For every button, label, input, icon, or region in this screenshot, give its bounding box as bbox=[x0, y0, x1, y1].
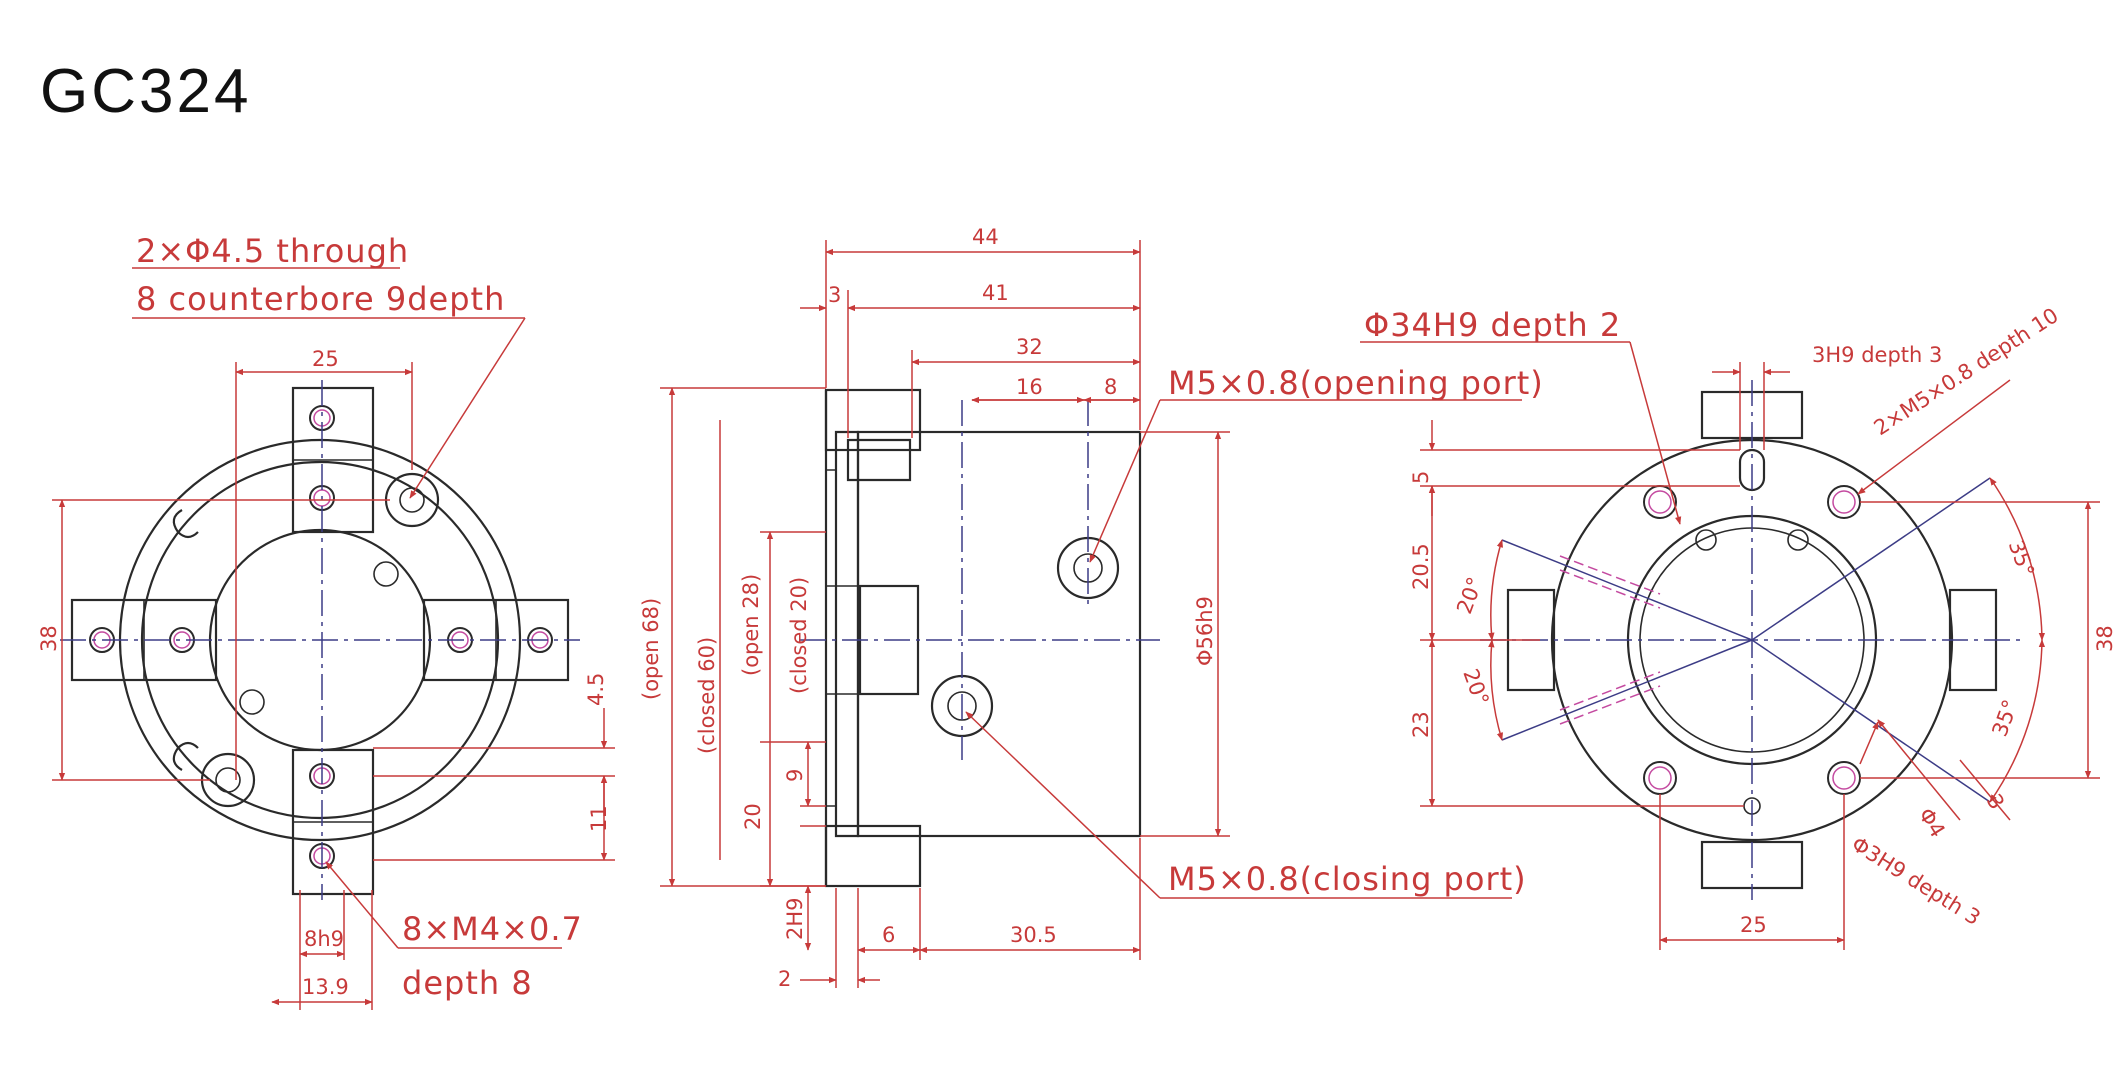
side-dim-2h9: 2H9 bbox=[783, 897, 807, 940]
front-through-hole-bottom bbox=[215, 767, 241, 793]
back-dim-23: 23 bbox=[1409, 711, 1433, 738]
side-dim-56h9: Φ56h9 bbox=[1193, 596, 1217, 666]
side-main-body bbox=[856, 430, 1142, 838]
side-dim-16: 16 bbox=[1016, 375, 1043, 399]
side-dim-3: 3 bbox=[828, 283, 841, 307]
side-dim-6: 6 bbox=[882, 923, 895, 947]
back-dim-35deg-bottom: 35° bbox=[1988, 697, 2023, 740]
back-note-3h9: 3H9 depth 3 bbox=[1812, 343, 1942, 367]
back-dim-38: 38 bbox=[2093, 625, 2117, 652]
back-dim-20deg-bottom: 20° bbox=[1458, 666, 1493, 709]
side-dim-20: 20 bbox=[741, 803, 765, 830]
side-opening-port-note: M5×0.8(opening port) bbox=[1168, 364, 1544, 402]
back-note-phi3h9: Φ3H9 depth 3 bbox=[1847, 832, 1984, 930]
back-dim-35deg-top: 35° bbox=[2004, 537, 2039, 580]
side-dim-open-68: (open 68) bbox=[639, 598, 663, 700]
side-dim-32: 32 bbox=[1016, 335, 1043, 359]
side-dim-2: 2 bbox=[778, 967, 791, 991]
front-view: 25 38 4.5 11 8h9 13.9 2×Φ4.5 through 8 c… bbox=[37, 232, 615, 1010]
side-dim-open-28: (open 28) bbox=[739, 574, 763, 676]
side-dim-41: 41 bbox=[982, 281, 1009, 305]
side-closing-port-note: M5×0.8(closing port) bbox=[1168, 860, 1527, 898]
front-dim-13-9: 13.9 bbox=[302, 975, 349, 999]
side-flange bbox=[834, 430, 860, 838]
side-dim-closed-20: (closed 20) bbox=[787, 577, 811, 694]
front-note-through-line1: 2×Φ4.5 through bbox=[136, 232, 409, 270]
back-note-m5: 2×M5×0.8 depth 10 bbox=[1870, 303, 2063, 440]
front-dim-8h9: 8h9 bbox=[304, 927, 344, 951]
front-note-thread-line2: depth 8 bbox=[402, 964, 533, 1002]
front-dim-25: 25 bbox=[312, 347, 339, 371]
back-dim-25: 25 bbox=[1740, 913, 1767, 937]
front-dim-11: 11 bbox=[587, 805, 611, 832]
side-dim-8: 8 bbox=[1104, 375, 1117, 399]
back-dim-20deg-top: 20° bbox=[1452, 574, 1487, 617]
front-note-thread-line1: 8×M4×0.7 bbox=[402, 910, 583, 948]
front-notch-bottom-left bbox=[172, 741, 199, 771]
front-notch-top-left bbox=[172, 509, 199, 539]
front-dim-38: 38 bbox=[37, 625, 61, 652]
side-view: 44 3 41 32 16 8 M5×0.8(opening port) M5×… bbox=[639, 225, 1544, 991]
back-note-34h9: Φ34H9 depth 2 bbox=[1364, 306, 1621, 344]
side-dim-closed-60: (closed 60) bbox=[695, 637, 719, 754]
side-dim-44: 44 bbox=[972, 225, 999, 249]
front-note-through-line2: 8 counterbore 9depth bbox=[136, 280, 505, 318]
back-dim-5: 5 bbox=[1409, 471, 1433, 484]
side-dim-9: 9 bbox=[783, 769, 807, 782]
back-dim-20-5: 20.5 bbox=[1409, 543, 1433, 590]
back-dim-3: 3 bbox=[1982, 790, 2009, 814]
side-finger-top bbox=[846, 438, 912, 482]
front-fitting-top bbox=[373, 561, 399, 587]
front-fitting-bottom bbox=[239, 689, 265, 715]
front-through-hole-top bbox=[399, 487, 425, 513]
drawing-title: GC324 bbox=[40, 57, 251, 126]
front-dim-4-5: 4.5 bbox=[584, 673, 608, 706]
back-dim-phi4: Φ4 bbox=[1914, 804, 1950, 842]
side-dim-30-5: 30.5 bbox=[1010, 923, 1057, 947]
